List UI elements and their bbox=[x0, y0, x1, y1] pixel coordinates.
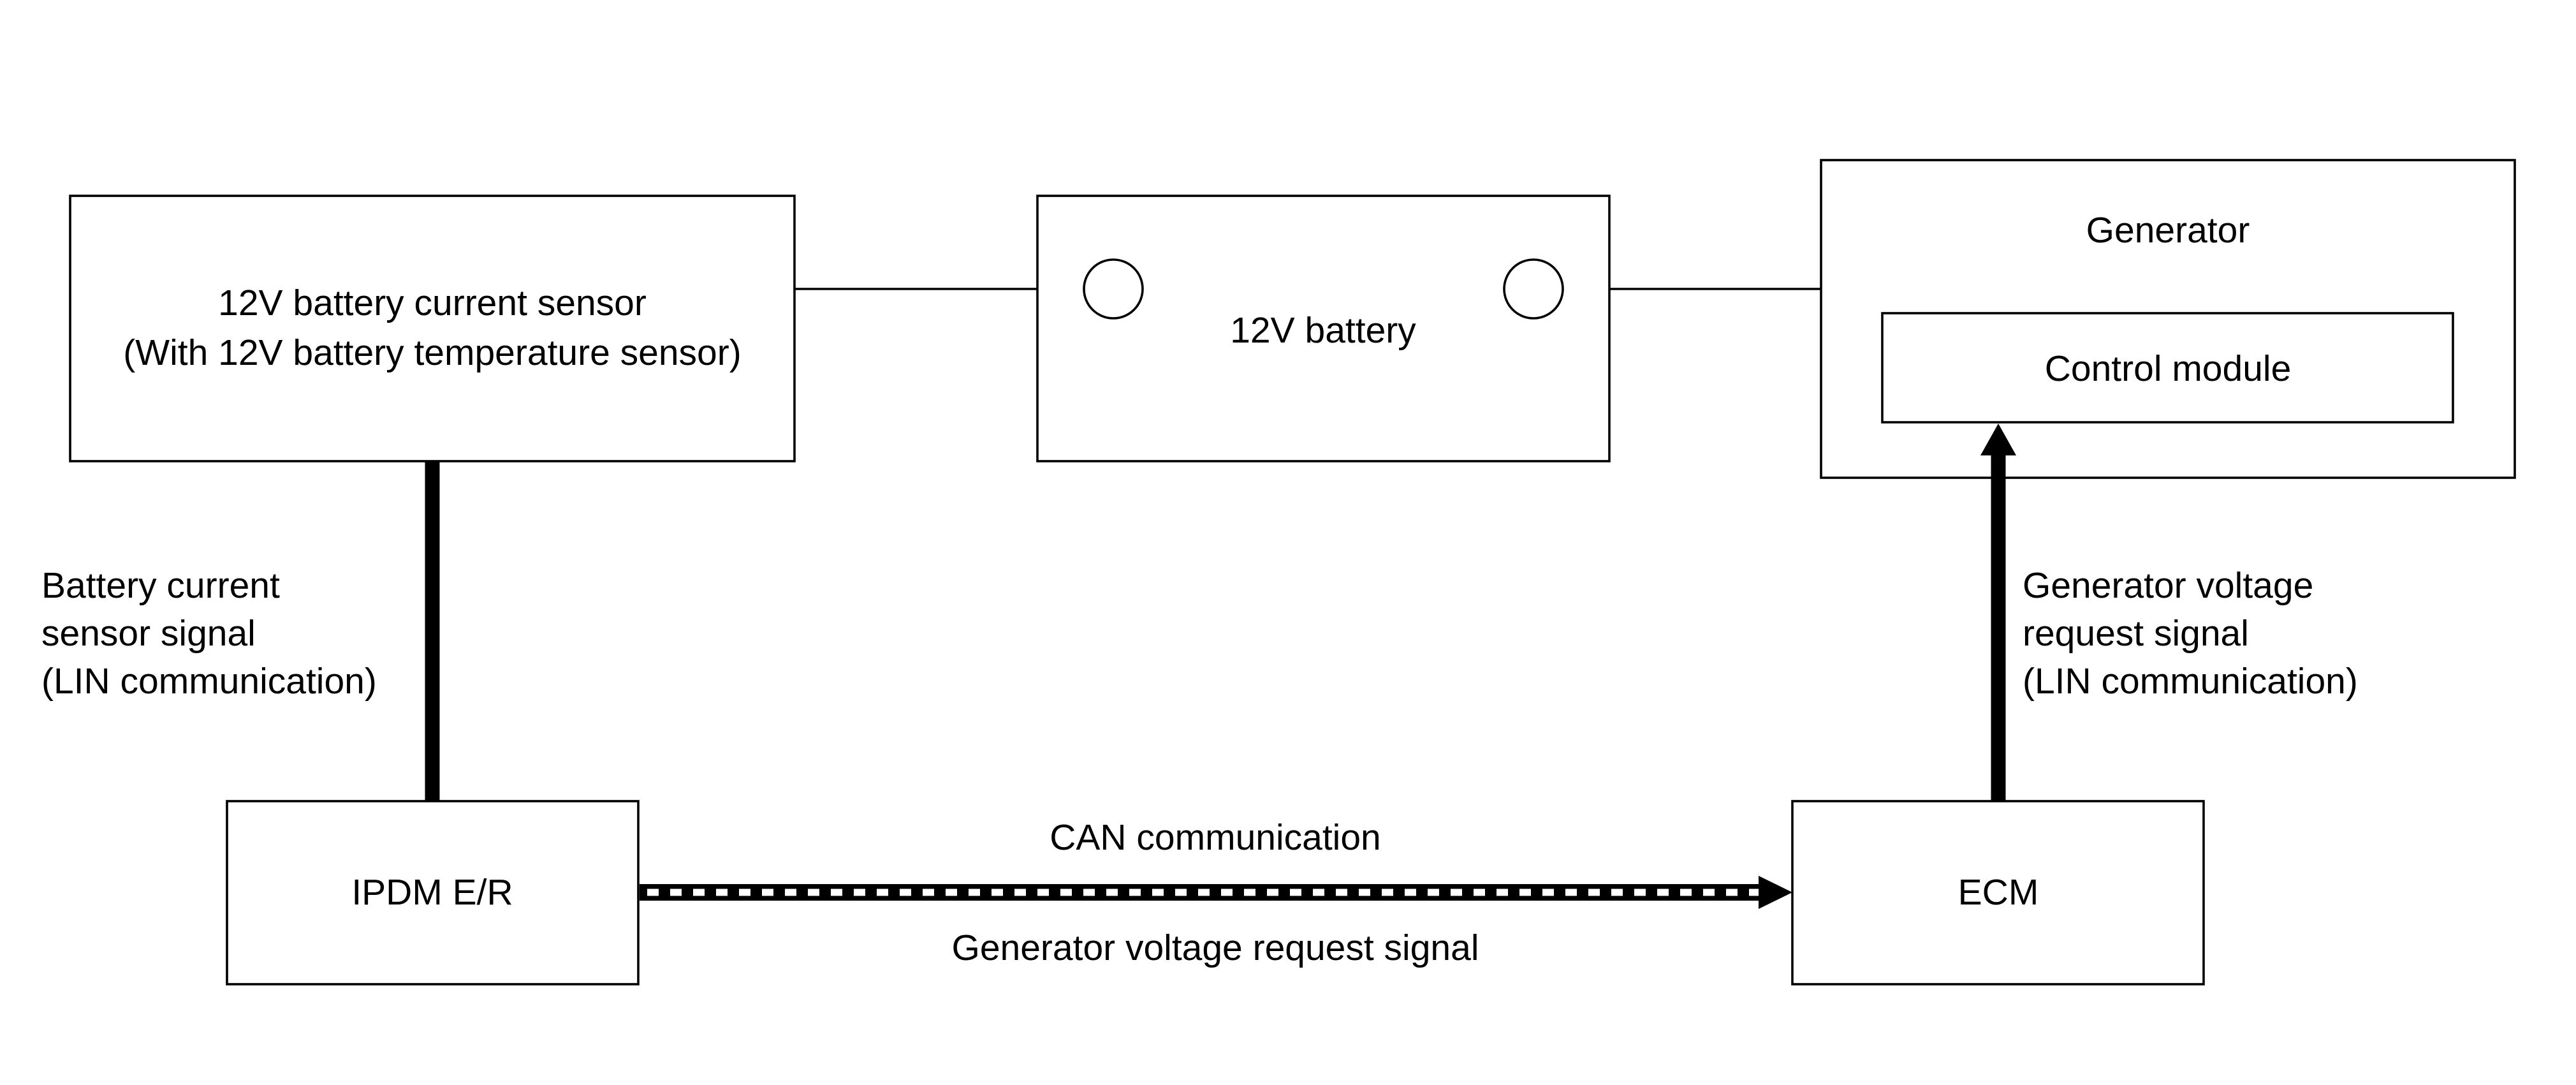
ecm-box: ECM bbox=[1791, 800, 2205, 985]
generator-label: Generator bbox=[2086, 210, 2250, 251]
can-top-label: CAN communication bbox=[1050, 817, 1381, 858]
generator-request-label: Generator voltage request signal (LIN co… bbox=[2023, 565, 2358, 702]
sensor-signal-line2: sensor signal bbox=[41, 613, 256, 654]
can-communication-line bbox=[640, 876, 1792, 909]
ipdm-label: IPDM E/R bbox=[351, 872, 513, 913]
control-module-box: Control module bbox=[1881, 312, 2454, 424]
generator-request-line3: (LIN communication) bbox=[2023, 661, 2358, 702]
battery-current-sensor-box: 12V battery current sensor (With 12V bat… bbox=[69, 195, 796, 462]
sensor-signal-line3: (LIN communication) bbox=[41, 661, 377, 702]
battery-terminal-left-icon bbox=[1083, 258, 1144, 320]
generator-request-line1: Generator voltage bbox=[2023, 565, 2313, 606]
battery-sensor-title: 12V battery current sensor bbox=[218, 283, 647, 323]
battery-box: 12V battery bbox=[1036, 195, 1611, 462]
sensor-signal-line1: Battery current bbox=[41, 565, 280, 606]
ecm-label: ECM bbox=[1958, 872, 2039, 913]
generator-request-line2: request signal bbox=[2023, 613, 2249, 654]
generator-box: Generator Control module bbox=[1820, 159, 2516, 479]
sensor-signal-label: Battery current sensor signal (LIN commu… bbox=[41, 565, 377, 702]
arrow-up-icon bbox=[1980, 424, 2016, 455]
battery-sensor-subtitle: (With 12V battery temperature sensor) bbox=[123, 332, 741, 373]
ipdm-box: IPDM E/R bbox=[226, 800, 640, 985]
battery-label: 12V battery bbox=[1230, 310, 1416, 351]
control-module-label: Control module bbox=[2045, 348, 2292, 389]
arrow-right-icon bbox=[1759, 876, 1792, 909]
can-bottom-label: Generator voltage request signal bbox=[951, 927, 1479, 968]
battery-terminal-right-icon bbox=[1503, 258, 1564, 320]
